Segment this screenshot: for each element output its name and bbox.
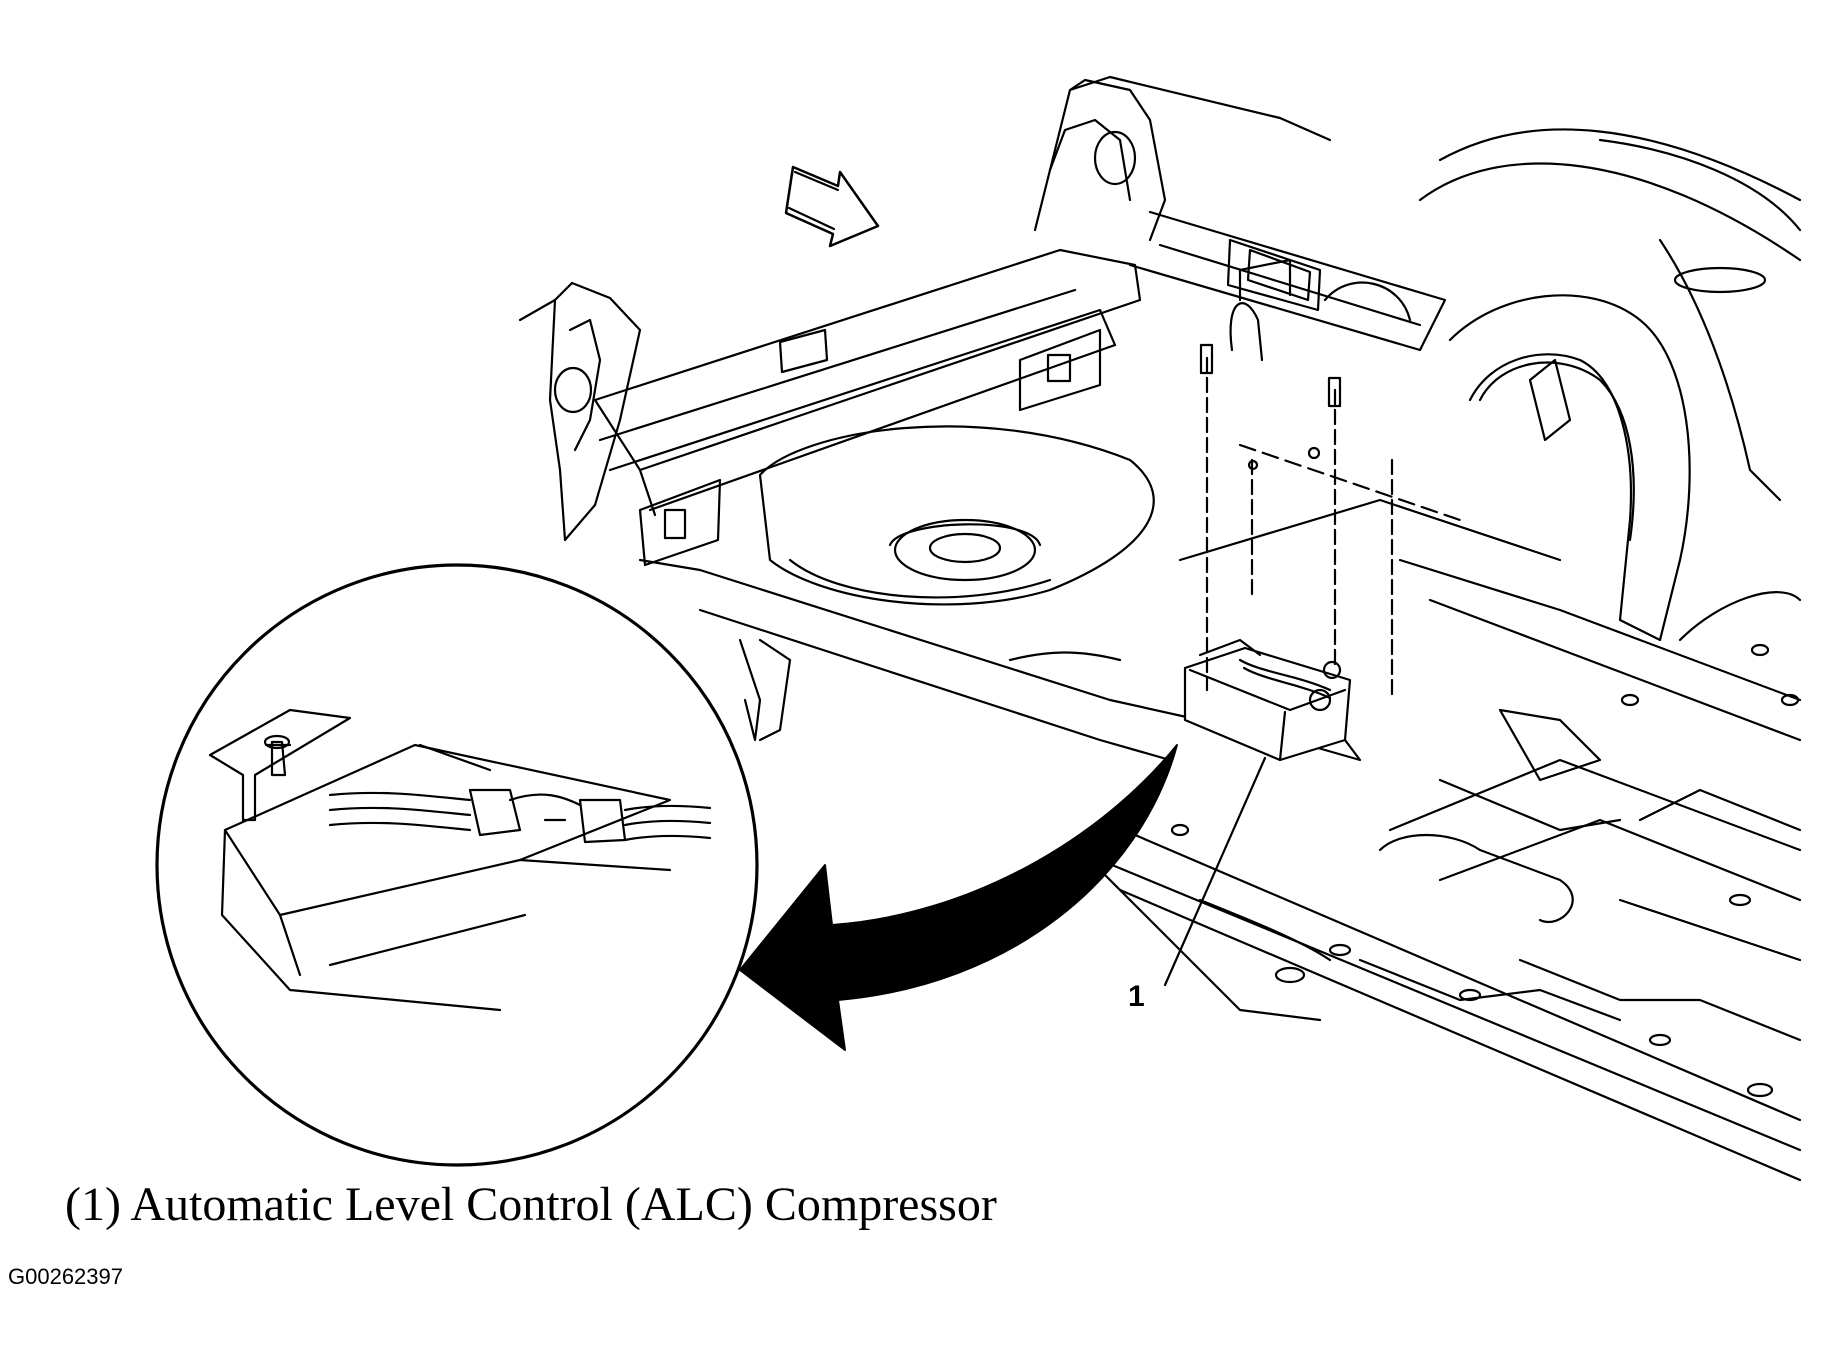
detail-arrow [739, 744, 1178, 1051]
detail-circle [155, 563, 759, 1167]
callout-number-1: 1 [1128, 980, 1145, 1013]
alc-compressor [1163, 302, 1462, 987]
view-direction-arrow [784, 165, 880, 248]
rear-body-structure [518, 75, 1802, 1182]
figure-id: G00262397 [8, 1264, 123, 1289]
figure-caption: (1) Automatic Level Control (ALC) Compre… [65, 1178, 997, 1231]
